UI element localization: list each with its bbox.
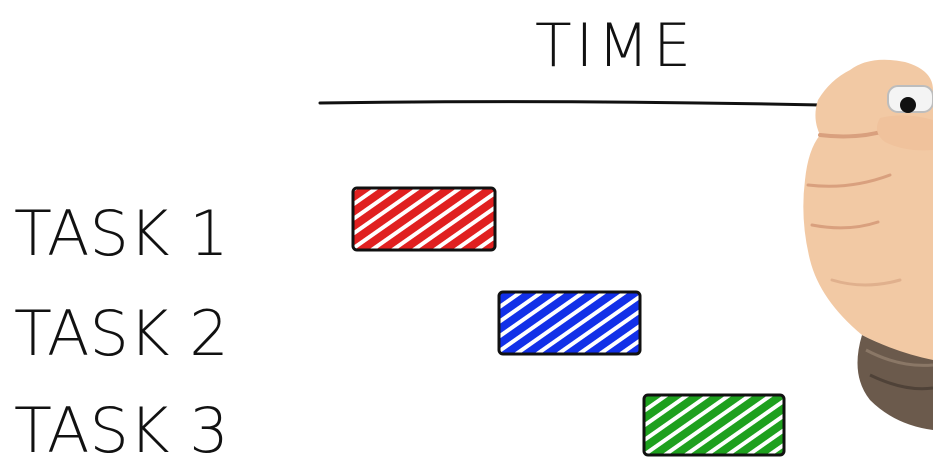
task-bar-1 (353, 188, 495, 250)
task-label-2: TASK 2 (14, 297, 229, 370)
task-label-1: TASK 1 (14, 197, 229, 270)
task-label-3: TASK 3 (14, 394, 229, 460)
time-axis-label: TIME (535, 11, 695, 81)
task-bar-3 (644, 395, 784, 455)
hand-with-marker-image (803, 60, 933, 430)
task-bar-2 (499, 292, 640, 354)
